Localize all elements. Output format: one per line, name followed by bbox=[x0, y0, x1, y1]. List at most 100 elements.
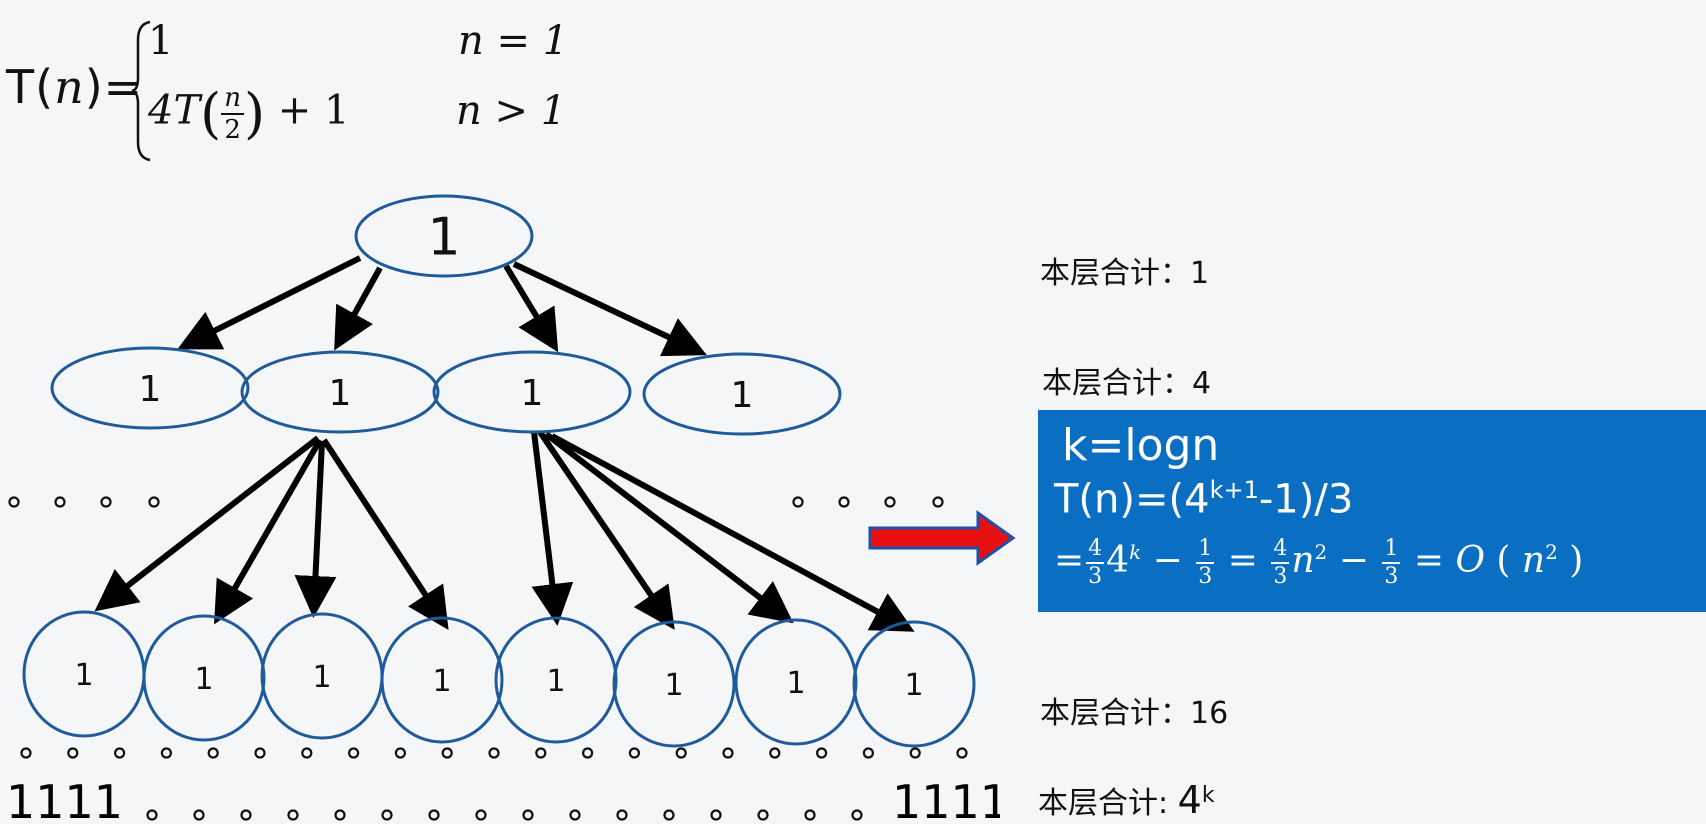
ellipsis-dot bbox=[884, 496, 896, 508]
tree-edges bbox=[94, 255, 915, 632]
ellipsis-dot bbox=[838, 496, 850, 508]
o-open-paren: ( bbox=[1496, 540, 1511, 581]
tree-arrow-9 bbox=[537, 430, 675, 630]
ellipsis-dot bbox=[113, 747, 126, 759]
right-arrow-icon bbox=[868, 510, 1016, 566]
ellipsis-dot bbox=[675, 747, 687, 759]
close-paren: ) bbox=[243, 82, 266, 145]
minus-2: − bbox=[1338, 540, 1369, 581]
ellipsis-dot bbox=[67, 747, 79, 759]
level1-node-3-label: 1 bbox=[521, 373, 544, 414]
level1-node-4: 1 bbox=[642, 352, 842, 436]
ellipsis-dot bbox=[287, 809, 299, 821]
level1-node-2: 1 bbox=[240, 350, 440, 434]
ellipsis-dot bbox=[522, 809, 534, 821]
level2-node-6-label: 1 bbox=[664, 668, 683, 703]
ellipsis-dot bbox=[616, 809, 628, 821]
ellipsis-dot bbox=[381, 809, 393, 821]
ellipsis-dot bbox=[193, 809, 205, 821]
level-sum-2: 本层合计：4 bbox=[1042, 366, 1212, 401]
ellipsis-dot bbox=[160, 747, 172, 759]
case2-condition-text: n > 1 bbox=[456, 88, 567, 134]
ellipsis-dot bbox=[148, 496, 160, 508]
ellipsis-dot bbox=[535, 747, 547, 759]
tree-arrow-2 bbox=[503, 264, 559, 353]
ellipsis-dot bbox=[769, 747, 781, 759]
tree-arrow-7 bbox=[321, 438, 449, 631]
term-n: n bbox=[1291, 540, 1315, 581]
level2-node-1: 1 bbox=[22, 610, 146, 738]
big-o: O bbox=[1455, 540, 1485, 581]
o-term-n: n bbox=[1521, 540, 1546, 581]
term-n-exp: 2 bbox=[1314, 540, 1328, 564]
level2-node-1-label: 1 bbox=[74, 658, 93, 693]
frac2-num-b: 1 bbox=[1382, 538, 1401, 564]
root-node-label: 1 bbox=[427, 208, 460, 268]
ellipsis-dots bbox=[8, 496, 968, 821]
ellipsis-dot bbox=[710, 809, 722, 821]
frac2-den-b: 3 bbox=[1384, 564, 1399, 589]
tree-arrow-10 bbox=[544, 431, 794, 624]
case1-condition-text: n = 1 bbox=[458, 18, 569, 64]
formula-arg: n bbox=[54, 60, 85, 114]
level-sum-4: 本层合计: 4k bbox=[1038, 778, 1215, 822]
ellipsis-dot bbox=[240, 809, 252, 821]
ellipsis-dot bbox=[932, 496, 944, 508]
level2-node-3-label: 1 bbox=[312, 660, 331, 695]
level2-node-7-label: 1 bbox=[786, 666, 805, 701]
eq-sign-3: = bbox=[1413, 540, 1444, 581]
left-brace-icon bbox=[131, 20, 151, 162]
ellipsis-dot bbox=[207, 747, 219, 759]
o-term-n-exp: 2 bbox=[1545, 540, 1558, 564]
ellipsis-dot bbox=[663, 809, 675, 821]
ellipsis-dot bbox=[54, 496, 66, 508]
case1-value: 1 bbox=[148, 18, 174, 64]
tree-arrow-4 bbox=[94, 435, 320, 612]
level1-node-2-label: 1 bbox=[329, 373, 352, 414]
tree-arrow-5 bbox=[214, 438, 323, 625]
case2-tail: + 1 bbox=[277, 87, 350, 134]
answer-tn-suffix: -1)/3 bbox=[1258, 476, 1354, 523]
ellipsis-dot bbox=[8, 496, 20, 508]
level1-node-4-shape bbox=[642, 352, 842, 436]
level2-node-5: 1 bbox=[494, 616, 618, 744]
level-sum-3: 本层合计：16 bbox=[1040, 696, 1229, 731]
level-sum-4-prefix: 本层合计: bbox=[1038, 786, 1169, 821]
level2-node-5-shape bbox=[494, 616, 618, 744]
ellipsis-dot bbox=[722, 747, 734, 759]
ellipsis-dot bbox=[475, 809, 487, 821]
ellipsis-dot bbox=[488, 747, 500, 759]
frac2-den: 3 bbox=[1198, 564, 1213, 589]
ellipsis-dot bbox=[428, 809, 440, 821]
level2-node-7: 1 bbox=[734, 618, 858, 746]
tree-arrow-3 bbox=[512, 261, 707, 357]
ellipsis-dot bbox=[956, 747, 968, 759]
term-4: 4 bbox=[1106, 540, 1130, 581]
leaf-row-right: 1111 bbox=[892, 775, 1000, 824]
case2-condition: n > 1 bbox=[456, 88, 566, 134]
ellipsis-dot bbox=[301, 747, 313, 759]
tree-arrow-1 bbox=[334, 266, 383, 351]
level2-node-4-label: 1 bbox=[432, 664, 451, 699]
level2-node-6-shape bbox=[612, 620, 736, 748]
level-sum-4-exp: k bbox=[1201, 783, 1215, 808]
ellipsis-dot bbox=[909, 747, 921, 759]
minus-1: − bbox=[1152, 540, 1183, 581]
level2-node-8-shape bbox=[852, 620, 976, 748]
ellipsis-dot bbox=[628, 747, 641, 759]
o-close-paren: ) bbox=[1569, 540, 1584, 581]
frac-num: 4 bbox=[1086, 538, 1105, 564]
eq-sign-2: = bbox=[1227, 540, 1258, 581]
case1-condition: n = 1 bbox=[458, 18, 568, 64]
ellipsis-dot bbox=[569, 809, 581, 821]
level2-node-8: 1 bbox=[852, 620, 976, 748]
level1-node-1: 1 bbox=[50, 346, 250, 430]
term-4-exp: k bbox=[1129, 540, 1142, 564]
